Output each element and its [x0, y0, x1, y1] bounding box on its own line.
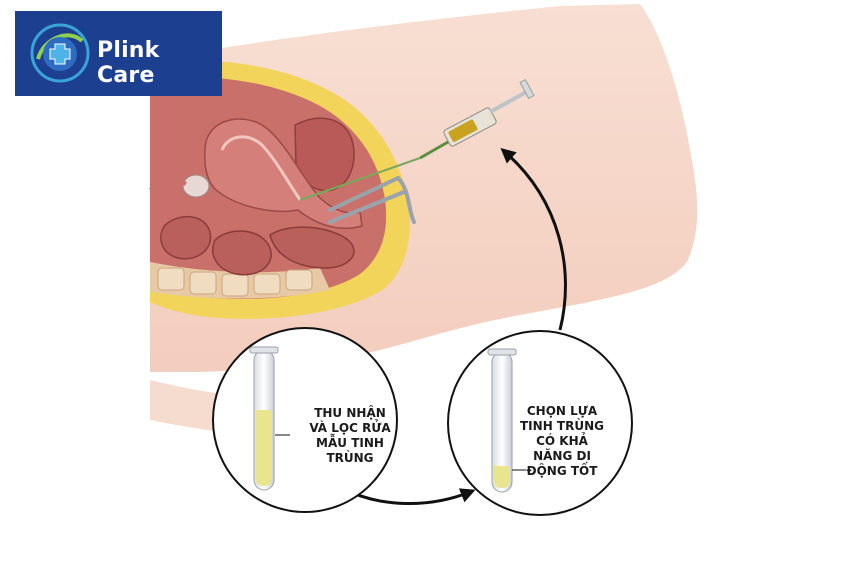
label-line: VÀ LỌC RỬA [309, 421, 391, 435]
syringe [419, 78, 535, 160]
test-tube-right [487, 348, 526, 493]
label-line: CÓ KHẢ [536, 434, 588, 448]
brand-logo: Plink Care [15, 11, 222, 96]
speculum [328, 176, 416, 224]
label-line: MẪU TINH [316, 436, 384, 450]
test-tube-left [249, 346, 290, 491]
step-label-collect-wash: THU NHẬN VÀ LỌC RỬA MẪU TINH TRÙNG [300, 406, 400, 466]
medical-cross-logo-icon [30, 23, 90, 83]
label-line: CHỌN LỰA [526, 404, 598, 418]
step-circle-right [447, 330, 633, 516]
label-line: NĂNG DI [533, 449, 591, 463]
label-line: ĐỘNG TỐT [526, 464, 598, 478]
pelvic-cross-section [149, 60, 421, 319]
step-circle-left [212, 327, 398, 513]
label-line: TRÙNG [326, 451, 374, 465]
brand-name: Plink Care [97, 38, 160, 88]
label-line: TINH TRÙNG [520, 419, 604, 433]
step-label-select-motile: CHỌN LỰA TINH TRÙNG CÓ KHẢ NĂNG DI ĐỘNG … [512, 404, 612, 479]
arrow-to-syringe [500, 148, 567, 331]
label-line: THU NHẬN [314, 406, 386, 420]
